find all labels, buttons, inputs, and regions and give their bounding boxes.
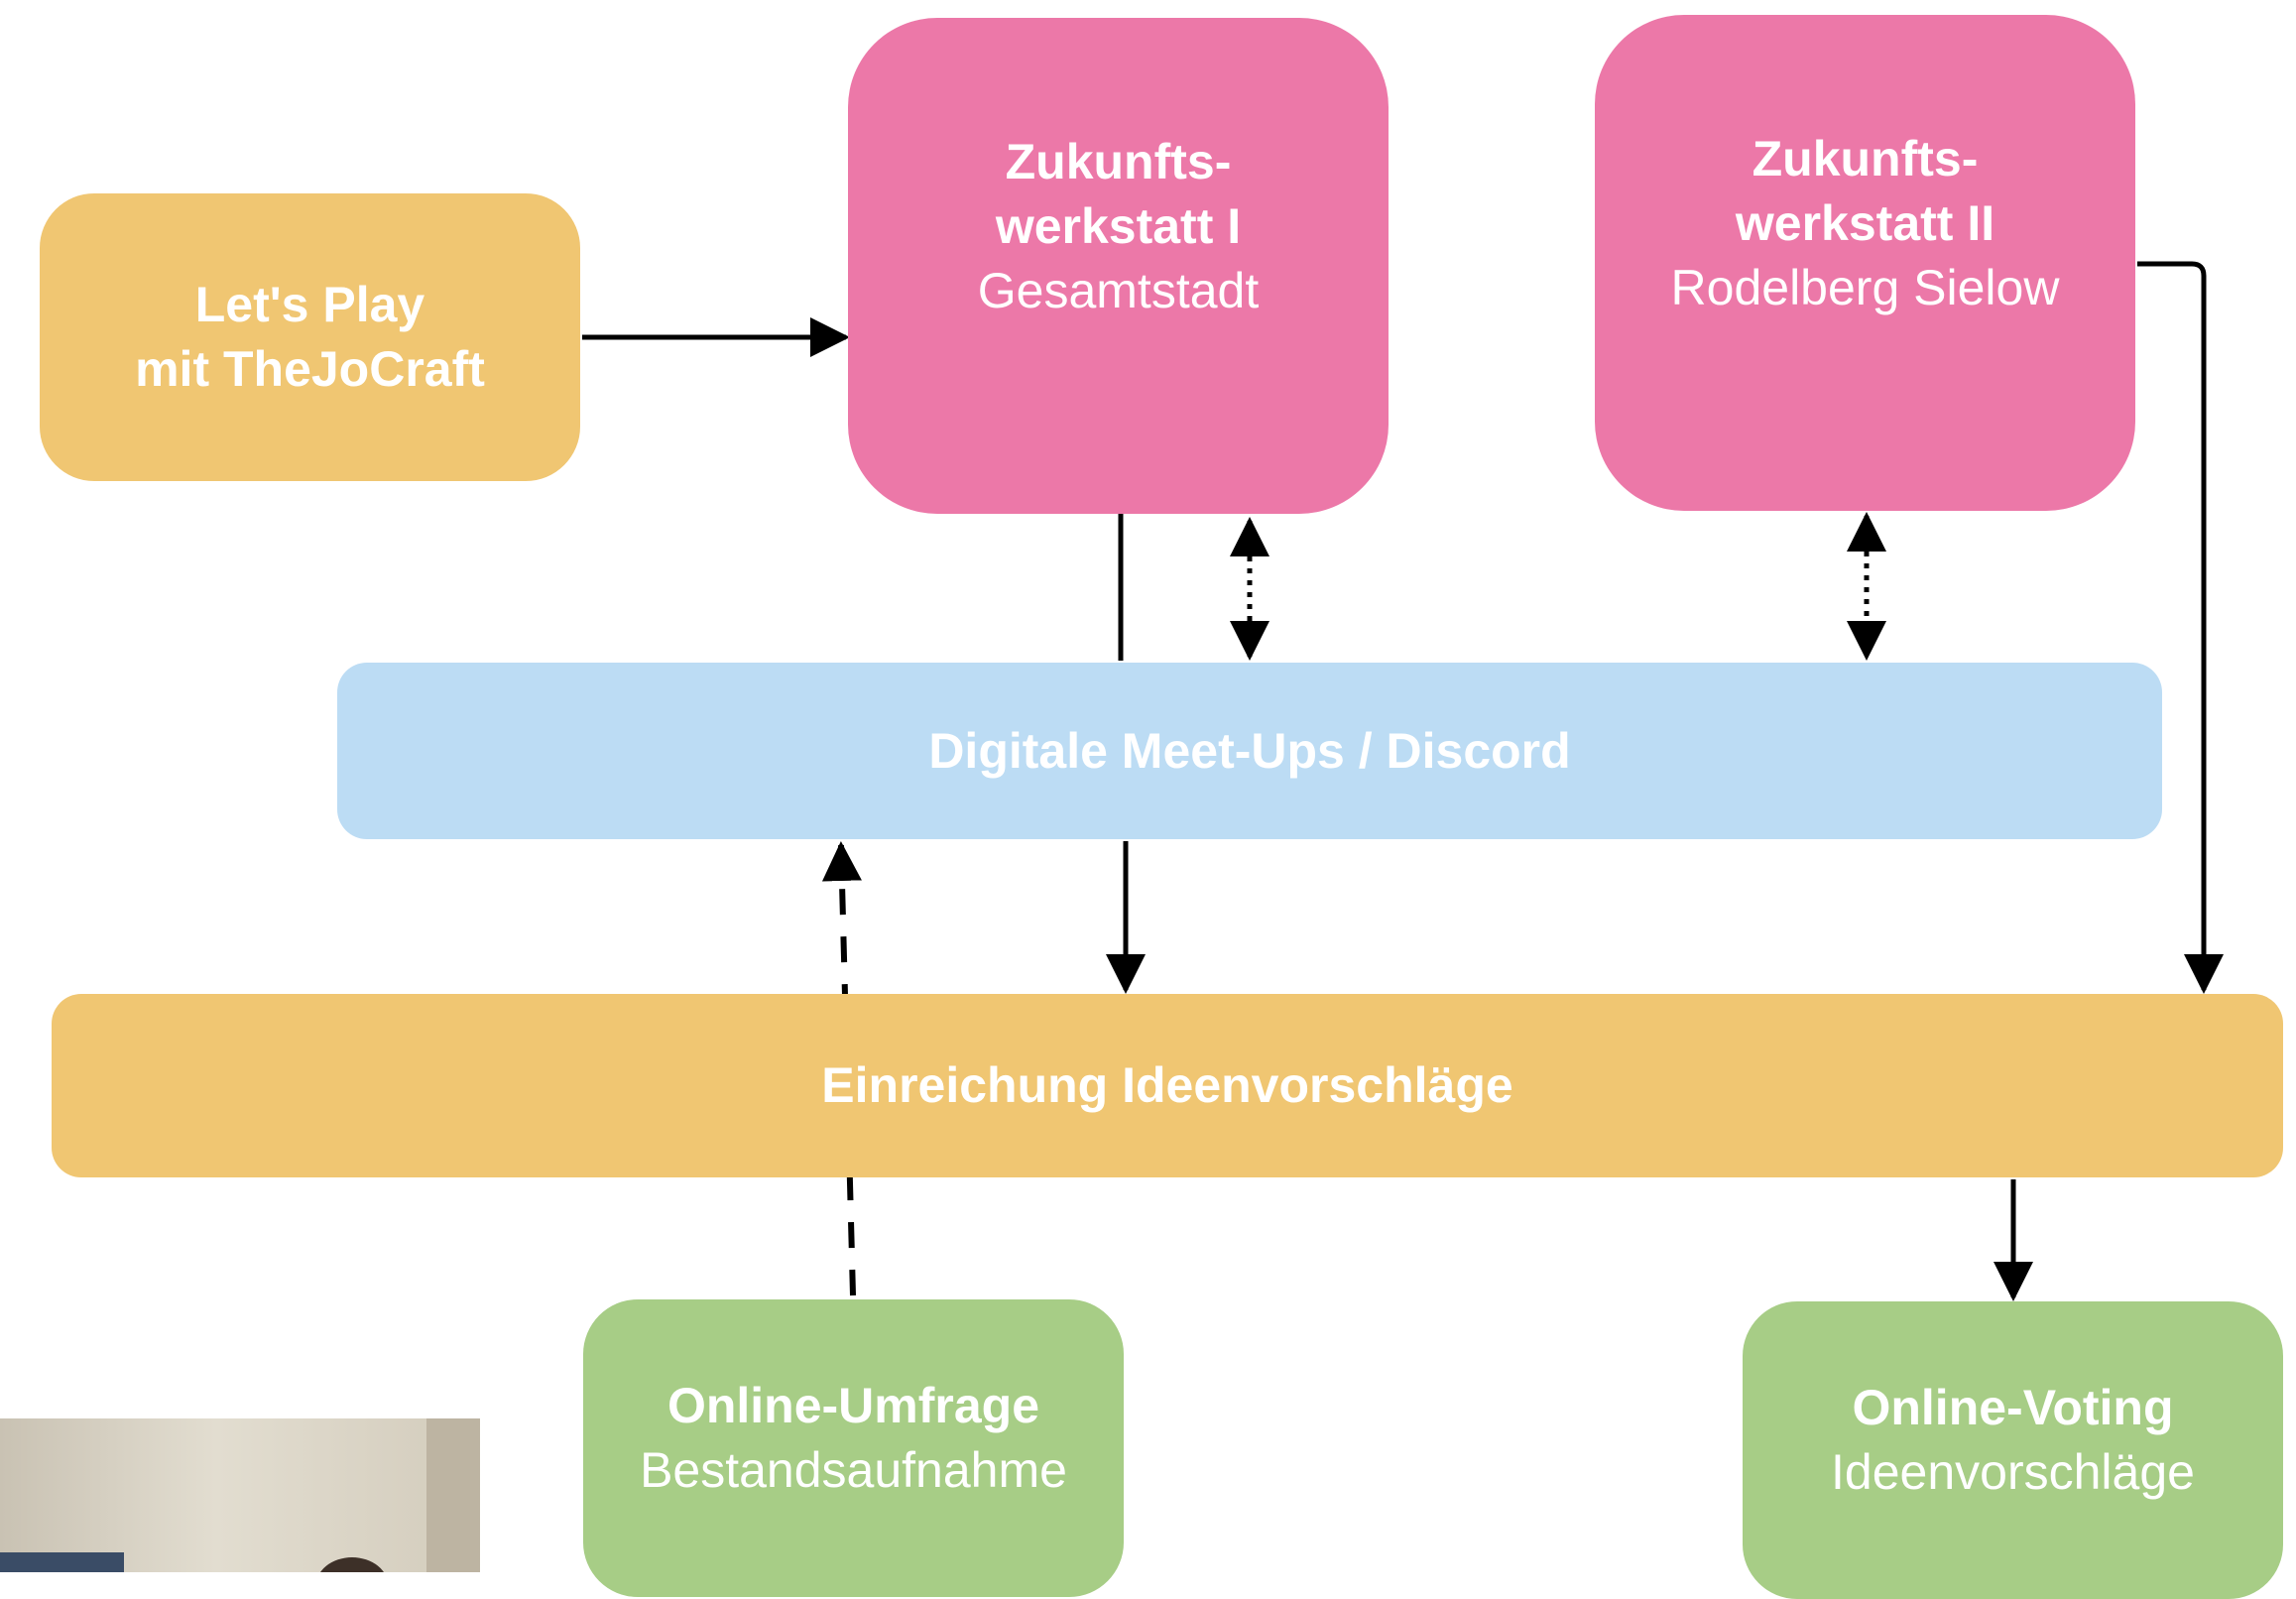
node-zw2-line1: Zukunfts- [1752, 130, 1979, 186]
node-voting-line1: Online-Voting [1852, 1380, 2174, 1435]
node-zw1-line1: Zukunfts- [1005, 133, 1232, 189]
node-umfrage-line2: Bestandsaufnahme [640, 1442, 1067, 1498]
node-einreichung-label: Einreichung Ideenvorschläge [821, 1057, 1513, 1113]
node-lets-play: Let's Play mit TheJoCraft [40, 193, 580, 481]
photo-thumbnail [0, 1418, 480, 1572]
node-online-umfrage: Online-Umfrage Bestandsaufnahme [583, 1299, 1124, 1597]
node-zw2-line2: werkstatt II [1735, 194, 1995, 251]
node-zukunftswerkstatt-1: Zukunfts- werkstatt I Gesamtstadt [848, 18, 1389, 514]
node-umfrage-line1: Online-Umfrage [666, 1378, 1040, 1433]
node-voting-line2: Ideenvorschläge [1831, 1444, 2195, 1500]
photo-wall-shape [426, 1418, 480, 1572]
edge-zw2-to-einreichung [2137, 261, 2224, 994]
node-meetups-label: Digitale Meet-Ups / Discord [928, 722, 1571, 779]
photo-person-shape [315, 1557, 389, 1572]
node-zw1-subtitle: Gesamtstadt [977, 262, 1260, 318]
node-einreichung: Einreichung Ideenvorschläge [52, 994, 2283, 1177]
node-lets-play-line1: Let's Play [194, 277, 425, 332]
photo-screen-shape [0, 1552, 124, 1572]
node-lets-play-line2: mit TheJoCraft [135, 341, 485, 397]
node-online-voting: Online-Voting Ideenvorschläge [1743, 1301, 2283, 1599]
node-digitale-meetups: Digitale Meet-Ups / Discord [337, 663, 2162, 839]
node-zukunftswerkstatt-2: Zukunfts- werkstatt II Rodelberg Sielow [1595, 15, 2135, 511]
node-zw1-line2: werkstatt I [995, 197, 1242, 254]
node-zw2-subtitle: Rodelberg Sielow [1670, 259, 2060, 315]
